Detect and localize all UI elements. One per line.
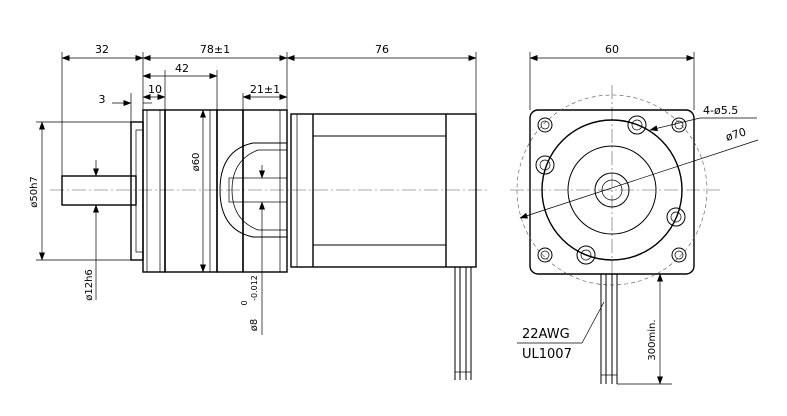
side-view: 32 78±1 76 42 10 3 21±1 ø50h7 ø12h6 ø60 xyxy=(29,43,490,380)
gearbox-flange xyxy=(142,109,166,273)
dim-gearbox-length: 78±1 xyxy=(200,43,230,56)
gearbox-body xyxy=(164,109,218,273)
motor-body xyxy=(290,113,477,268)
dim-inner-length: 21±1 xyxy=(250,83,280,96)
dim-shaft-length: 32 xyxy=(95,43,109,56)
dim-holes: 4-ø5.5 xyxy=(703,104,738,117)
dim-shaft-dia: ø12h6 xyxy=(84,269,95,301)
dim-bolt-circle: ø70 xyxy=(724,125,748,143)
adapter-plate xyxy=(242,109,288,273)
motor-shaft-stub xyxy=(228,177,288,203)
dim-lead-length: 300min. xyxy=(647,319,658,360)
dim-gearbox-body: 42 xyxy=(175,62,189,75)
front-outer-ring xyxy=(541,119,683,261)
wire-gauge: 22AWG xyxy=(522,327,570,342)
dim-square-size: 60 xyxy=(605,43,619,56)
dim-motor-length: 76 xyxy=(375,43,389,56)
dim-motor-shaft-tol-upper: 0 xyxy=(240,300,249,305)
front-shaft xyxy=(594,172,630,208)
corner-holes xyxy=(537,117,687,263)
dim-pilot-dia: ø50h7 xyxy=(29,176,40,208)
pilot-inner xyxy=(135,129,144,253)
gearbox-ring xyxy=(216,109,244,273)
pilot-boss xyxy=(130,121,144,261)
side-leads xyxy=(454,267,472,380)
dim-flange-dia: ø60 xyxy=(191,153,202,172)
output-shaft xyxy=(61,175,137,206)
dim-motor-shaft-dia: ø8 xyxy=(249,319,260,331)
dim-shoulder: 3 xyxy=(99,93,106,106)
front-pilot xyxy=(567,145,657,235)
dim-flange-thickness: 10 xyxy=(148,83,162,96)
front-view: 60 4-ø5.5 ø70 300min. 22AWG UL1007 xyxy=(510,43,759,385)
gearbox-screws xyxy=(535,115,686,265)
front-leads xyxy=(600,274,618,384)
coupling-cutaway xyxy=(219,142,287,238)
dim-motor-shaft-tol-lower: -0.012 xyxy=(250,275,259,301)
wire-standard: UL1007 xyxy=(522,347,572,362)
